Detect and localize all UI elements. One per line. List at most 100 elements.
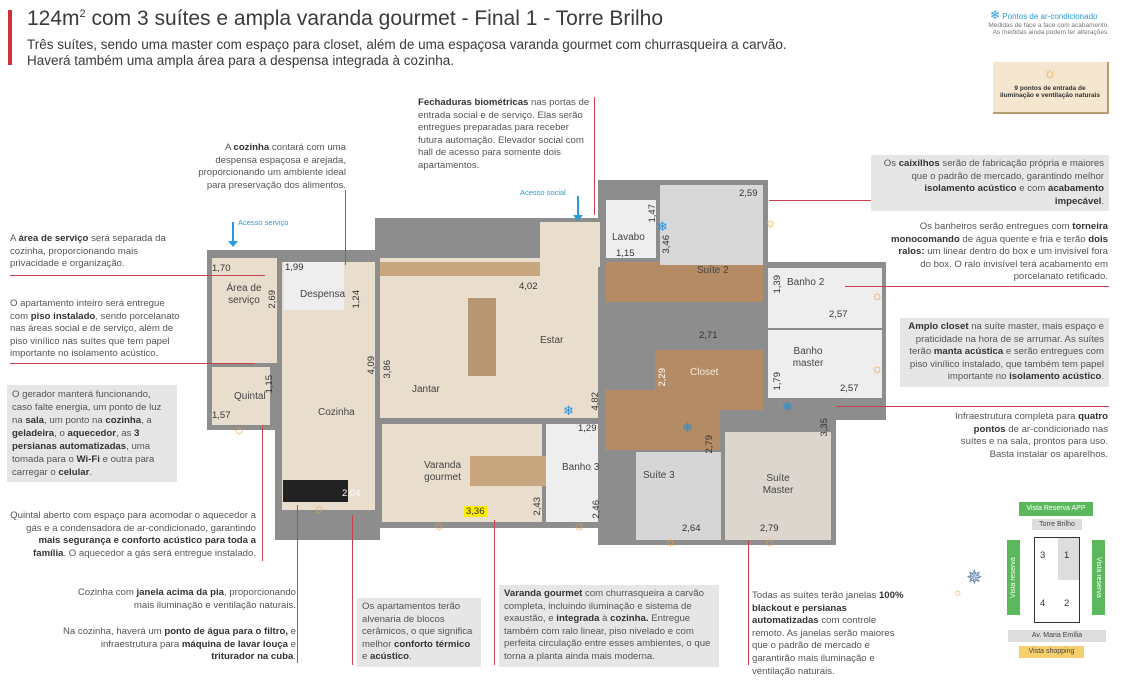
note-text-segment: e bbox=[287, 638, 296, 650]
note-gerador: O gerador manterá funcionando, caso falt… bbox=[7, 385, 177, 482]
note-text-segment: Varanda gourmet bbox=[504, 588, 583, 599]
note-text-segment: Os bbox=[883, 158, 899, 169]
view-bottom-label: Vista shopping bbox=[1019, 646, 1084, 658]
note-text-segment: integrada bbox=[556, 613, 600, 625]
note-text-segment: e infraestrutura para bbox=[100, 626, 296, 650]
dimension: 2,04 bbox=[342, 488, 361, 499]
note-text-segment: Na cozinha, haverá um bbox=[63, 626, 165, 637]
room-label: Suíte 3 bbox=[643, 470, 675, 481]
sun-window-icon: ☼ bbox=[763, 533, 776, 549]
note-text-segment: . bbox=[1101, 371, 1104, 383]
subtitle-line-2: Haverá também uma ampla área para a desp… bbox=[27, 53, 455, 68]
dimension: 2,46 bbox=[591, 500, 602, 519]
sun-window-icon: ☼ bbox=[313, 500, 326, 516]
note-text-segment: Cozinha com bbox=[77, 587, 137, 598]
dimension: 1,29 bbox=[578, 423, 597, 434]
compass-icon: ✵ bbox=[966, 567, 983, 589]
note-text-segment: , proporcionando mais iluminação e venti… bbox=[133, 587, 296, 611]
sun-window-icon: ☼ bbox=[871, 287, 884, 303]
room-label: Jantar bbox=[412, 384, 440, 395]
sun-window-icon: ☼ bbox=[573, 517, 586, 533]
note-text-segment: cozinha. bbox=[610, 613, 649, 625]
note-text-segment: acústico bbox=[370, 651, 409, 663]
note-text-segment: área de serviço bbox=[18, 233, 89, 244]
room-label: Quintal bbox=[234, 391, 266, 402]
note-text-segment: . bbox=[1101, 195, 1104, 207]
unit-number: 4 bbox=[1040, 598, 1046, 609]
note-text-segment: com controle remoto. As janelas serão ma… bbox=[752, 615, 895, 677]
unit-number: 3 bbox=[1040, 550, 1046, 561]
room-label: Varanda gourmet bbox=[423, 460, 462, 483]
note-text-segment: Entregue também com ralo linear, piso ni… bbox=[504, 613, 711, 662]
note-quintal: Quintal aberto com espaço para acomodar … bbox=[6, 510, 256, 560]
title-accent-bar bbox=[8, 10, 12, 65]
note-text-segment: e bbox=[362, 651, 371, 663]
room-label: Banho master bbox=[792, 346, 824, 369]
tower-label: Torre Brilho bbox=[1032, 519, 1082, 530]
arrow-down-icon bbox=[228, 222, 238, 247]
dimension: 1,39 bbox=[772, 275, 783, 294]
street-label: Av. Maria Emília bbox=[1008, 630, 1106, 642]
ac-point-icon: ❄ bbox=[657, 219, 668, 234]
view-right-label: Vista reserva bbox=[1092, 540, 1105, 615]
room-label: Banho 2 bbox=[787, 277, 825, 288]
arrow-down-icon bbox=[573, 196, 583, 221]
note-text-segment: piso instalado bbox=[30, 310, 96, 322]
note-infra: Infraestrutura completa para quatro pont… bbox=[950, 411, 1108, 461]
service-access-label: Acesso serviço bbox=[238, 218, 289, 227]
note-text-segment: torneira monocomando bbox=[890, 221, 1108, 245]
sun-window-icon: ☼ bbox=[664, 533, 677, 549]
note-area-servico: A área de serviço será separada da cozin… bbox=[10, 233, 175, 271]
unit-number: 1 bbox=[1064, 550, 1070, 561]
note-text-segment: Infraestrutura completa para bbox=[954, 411, 1079, 422]
view-left-label: Vista reserva bbox=[1007, 540, 1020, 615]
note-text-segment: cozinha bbox=[105, 415, 142, 426]
note-text-segment: aquecedor bbox=[67, 428, 117, 439]
note-text-segment: cozinha bbox=[233, 142, 270, 153]
note-text-segment: conforto térmico bbox=[394, 638, 471, 650]
room-label: Despensa bbox=[300, 289, 346, 300]
note-text-segment: sala bbox=[25, 415, 45, 426]
dimension: 3,86 bbox=[382, 360, 393, 379]
note-text-segment: à bbox=[599, 613, 611, 625]
note-text-segment: nas portas de entrada social e de serviç… bbox=[418, 97, 590, 171]
note-janelas: Todas as suítes terão janelas 100% black… bbox=[752, 590, 910, 678]
note-text-segment: isolamento acústico bbox=[924, 183, 1017, 195]
note-text-segment: de ar-condicionado nas suítes e na sala,… bbox=[960, 423, 1108, 460]
note-text-segment: geladeira bbox=[12, 428, 55, 439]
note-text-segment: será separada da cozinha, proporcionando… bbox=[10, 233, 166, 270]
note-piso: O apartamento inteiro será entregue com … bbox=[10, 298, 180, 361]
note-text-segment: janela acima da pia bbox=[136, 587, 224, 598]
note-text-segment: O gerador manterá funcionando, caso falt… bbox=[12, 389, 162, 426]
note-text-segment: 100% blackout e persianas automatizadas bbox=[752, 590, 904, 627]
sun-path-icon: ☼ bbox=[953, 587, 964, 599]
note-text-segment: um linear dentro do box e um invisível f… bbox=[920, 246, 1108, 283]
note-text-segment: . O aquecedor a gás será entregue instal… bbox=[63, 547, 256, 559]
note-text-segment: serão de fabricação própria e maiores qu… bbox=[911, 158, 1104, 182]
note-text-segment: e outra para carregar o bbox=[12, 454, 155, 478]
note-text-segment: Os banheiros serão entregues com bbox=[919, 221, 1073, 232]
note-text-segment: Wi-Fi bbox=[76, 454, 100, 465]
sun-window-icon: ☼ bbox=[871, 360, 884, 376]
note-text-segment: . bbox=[89, 467, 92, 478]
note-text-segment: , uma tomada para o bbox=[12, 441, 151, 465]
room-label: Cozinha bbox=[318, 407, 355, 418]
social-access-label: Acesso social bbox=[520, 188, 566, 197]
dimension: 2,71 bbox=[699, 330, 718, 341]
note-text-segment: Todas as suítes terão janelas bbox=[752, 590, 879, 601]
note-alvenaria: Os apartamentos terão alvenaria de bloco… bbox=[357, 598, 481, 667]
note-text-segment: acabamento impecável bbox=[1048, 183, 1104, 207]
dimension: 2,43 bbox=[532, 497, 543, 516]
note-text-segment: Amplo closet bbox=[908, 321, 969, 332]
dimension: 2,79 bbox=[704, 435, 715, 454]
dimension: 4,09 bbox=[366, 356, 377, 375]
note-text-segment: Fechaduras biométricas bbox=[418, 97, 529, 108]
note-closet: Amplo closet na suíte master, mais espaç… bbox=[900, 318, 1109, 387]
sun-window-icon: ☼ bbox=[764, 214, 777, 230]
note-text-segment: 3 persianas automatizadas bbox=[12, 428, 140, 452]
note-caixilhos: Os caixilhos serão de fabricação própria… bbox=[871, 155, 1109, 212]
dimension: 4,82 bbox=[590, 392, 601, 411]
room-label: Suíte 2 bbox=[697, 265, 729, 276]
ac-point-icon: ❄ bbox=[682, 420, 693, 435]
note-text-segment: , o bbox=[54, 428, 68, 439]
